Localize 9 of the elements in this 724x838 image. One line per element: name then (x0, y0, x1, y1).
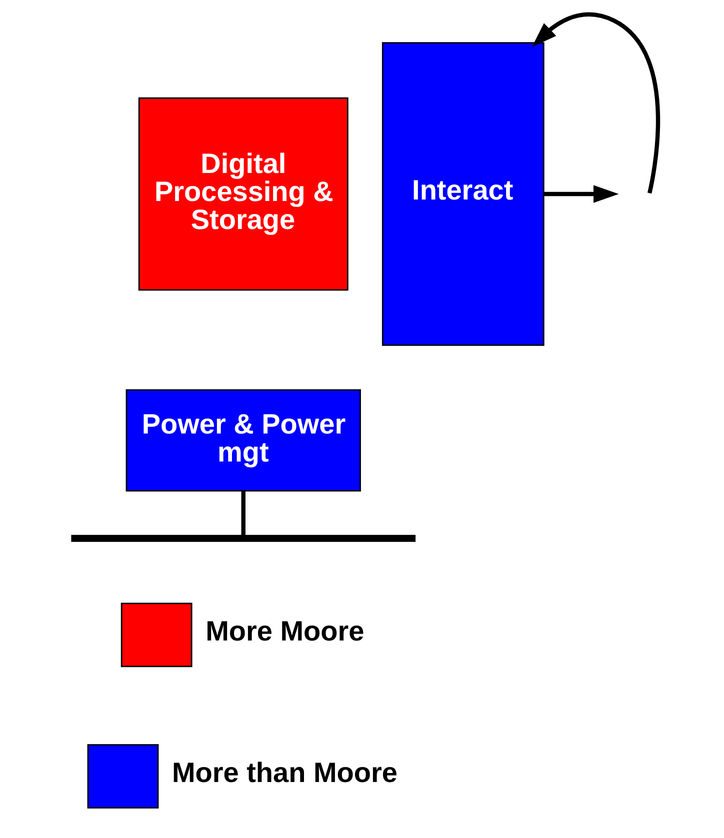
node-box: Interact (382, 42, 544, 346)
connector (241, 491, 246, 536)
arrow (544, 185, 619, 203)
legend-label: More Moore (206, 616, 364, 647)
node-box: Power & Power mgt (126, 389, 361, 492)
arrow (532, 12, 660, 194)
node-bar (71, 534, 416, 542)
legend-label: More than Moore (172, 756, 398, 788)
node-box: Digital Processing & Storage (138, 97, 348, 291)
